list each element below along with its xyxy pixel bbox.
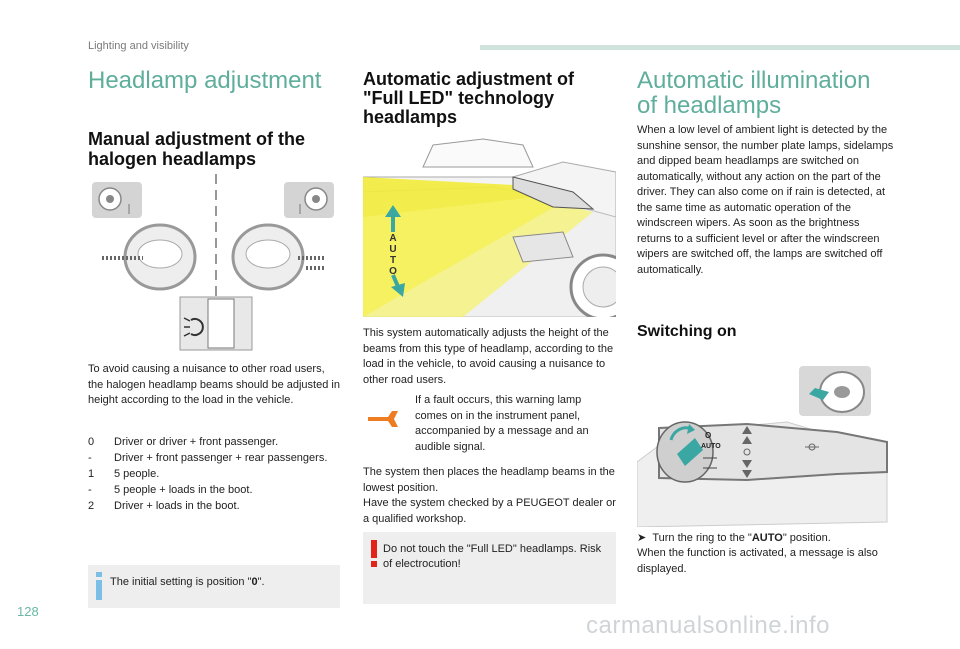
headlamp-dial-diagram [92, 174, 334, 351]
auto-letter: T [390, 255, 396, 266]
warning-text: Do not touch the "Full LED" headlamps. R… [383, 543, 602, 570]
exclamation-icon [371, 540, 377, 567]
step-arrow-icon: ➤ [637, 532, 653, 544]
info-note: The initial setting is position "0". [88, 565, 340, 608]
headlamp-height-dial-icon [179, 296, 253, 351]
running-header: Lighting and visibility [88, 40, 189, 52]
ring-position-o: O [705, 431, 711, 440]
list-item: -Driver + front passenger + rear passeng… [88, 452, 328, 464]
steering-wheel-icon [799, 366, 871, 416]
auto-letter: A [389, 233, 396, 244]
full-led-body: This system automatically adjusts the he… [363, 327, 614, 386]
full-led-headlamp-illustration: A U T O [363, 137, 616, 317]
auto-illumination-title: Automatic illumination of headlamps [637, 67, 871, 119]
auto-letter: O [389, 266, 397, 277]
auto-illumination-body: When a low level of ambient light is det… [637, 124, 894, 276]
steering-wheel-left-icon [102, 223, 197, 291]
steering-wheel-right-icon [231, 223, 326, 291]
info-note-text: The initial setting is position "0". [110, 576, 265, 588]
rotate-arrow-icon [687, 424, 695, 434]
wrench-warning-icon [368, 411, 398, 427]
fault-text: If a fault occurs, this warning lamp com… [415, 394, 589, 453]
list-item: -5 people + loads in the boot. [88, 484, 253, 496]
turn-ring-step: ➤ Turn the ring to the "AUTO" position. [637, 532, 831, 544]
activation-message-text: When the function is activated, a messag… [637, 547, 878, 575]
switching-on-subtitle: Switching on [637, 323, 737, 340]
page-number: 128 [17, 604, 39, 619]
watermark: carmanualsonline.info [586, 612, 830, 639]
ring-position-auto: AUTO [701, 443, 721, 450]
lighting-stalk-illustration: O AUTO [637, 366, 888, 527]
headlamp-adjustment-title: Headlamp adjustment [88, 67, 322, 94]
header-bar [480, 45, 960, 50]
info-icon [96, 572, 102, 600]
lowest-position-text: The system then places the headlamp beam… [363, 466, 616, 525]
warning-note: Do not touch the "Full LED" headlamps. R… [363, 532, 616, 604]
steering-wheel-small-left-icon [92, 182, 142, 218]
steering-wheel-small-right-icon [284, 182, 334, 218]
full-led-title: Automatic adjustment of "Full LED" techn… [363, 69, 575, 127]
auto-letter: U [389, 244, 396, 255]
halogen-subtitle: Manual adjustment of the halogen headlam… [88, 129, 306, 169]
halogen-body: To avoid causing a nuisance to other roa… [88, 363, 340, 406]
